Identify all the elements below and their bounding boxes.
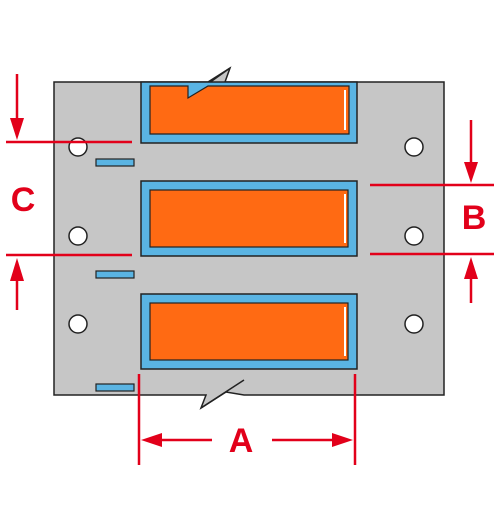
dimension-b bbox=[370, 120, 494, 303]
dimension-label-c: C bbox=[11, 181, 36, 219]
label-3 bbox=[140, 293, 358, 370]
hole-left-2 bbox=[68, 226, 88, 246]
dimension-label-a: A bbox=[229, 422, 254, 460]
hole-left-1 bbox=[68, 137, 88, 157]
hole-left-3 bbox=[68, 314, 88, 334]
dim-c-arrow-bottom-head bbox=[10, 258, 24, 281]
dimension-label-b: B bbox=[462, 199, 487, 237]
index-mark-3 bbox=[95, 383, 135, 392]
label-2-face bbox=[149, 189, 349, 248]
index-mark-1 bbox=[95, 158, 135, 167]
label-3-face bbox=[149, 302, 349, 361]
index-mark-2 bbox=[95, 270, 135, 279]
label-2 bbox=[140, 180, 358, 257]
hole-right-1 bbox=[404, 137, 424, 157]
dimension-a bbox=[137, 374, 357, 465]
dim-b-arrow-bottom-head bbox=[464, 257, 478, 279]
dimension-c bbox=[6, 74, 132, 310]
label-1-face bbox=[149, 85, 350, 135]
label-1 bbox=[140, 81, 358, 144]
hole-right-2 bbox=[404, 226, 424, 246]
index-marks bbox=[95, 158, 135, 392]
dim-a-arrow-left-head bbox=[141, 433, 162, 447]
dim-c-arrow-top-head bbox=[10, 118, 24, 140]
hole-right-3 bbox=[404, 314, 424, 334]
tear-break-bottom bbox=[200, 379, 245, 409]
dim-b-arrow-top-head bbox=[464, 162, 478, 183]
dim-a-arrow-right-head bbox=[332, 433, 353, 447]
